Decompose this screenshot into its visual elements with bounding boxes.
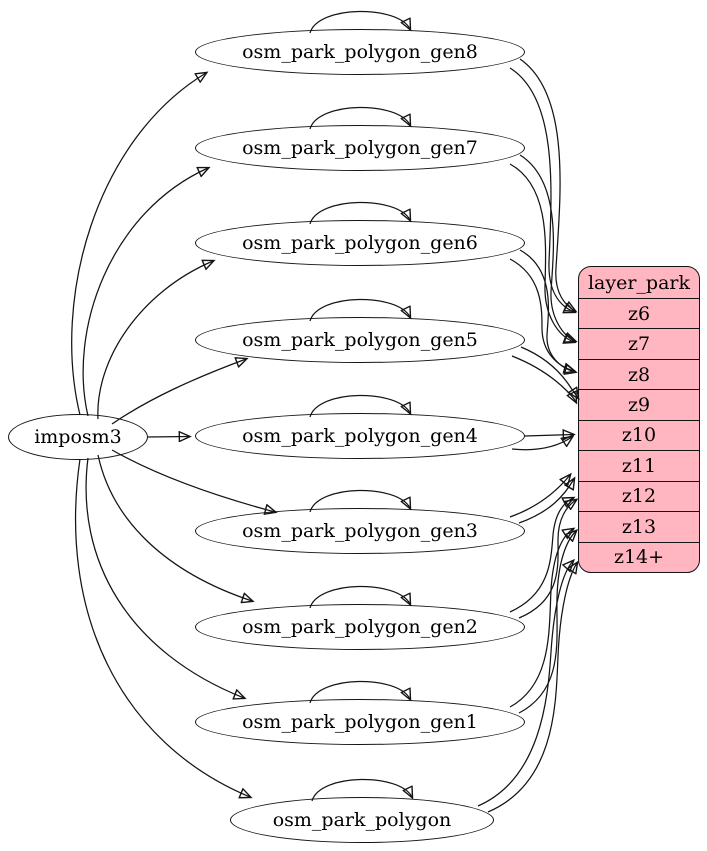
node-osm-park-polygon-gen5-label: osm_park_polygon_gen5 <box>242 328 478 351</box>
node-osm-park-polygon-gen2: osm_park_polygon_gen2 <box>195 604 525 650</box>
row-label-z10: z10 <box>621 424 657 447</box>
edge-gen8-to-z6-b <box>519 58 575 311</box>
layer-park-row-z9: z9 <box>579 389 699 419</box>
edge-gen6-to-z8-b <box>519 249 575 372</box>
node-imposm3: imposm3 <box>8 414 148 460</box>
node-osm-park-polygon-gen4-label: osm_park_polygon_gen4 <box>242 424 478 447</box>
edge-gen8-to-z6-a <box>509 67 574 312</box>
node-osm-park-polygon-gen5: osm_park_polygon_gen5 <box>195 317 525 363</box>
row-label-z12: z12 <box>621 485 657 508</box>
row-label-z11: z11 <box>621 454 657 477</box>
node-osm-park-polygon: osm_park_polygon <box>230 797 494 843</box>
edge-gen5-to-z9-b <box>520 346 578 398</box>
edge-gen3-to-z11-a <box>509 475 570 518</box>
node-osm-park-polygon-gen4: osm_park_polygon_gen4 <box>195 413 525 459</box>
node-osm-park-polygon-gen7: osm_park_polygon_gen7 <box>195 125 525 171</box>
layer-park-table: layer_park z6 z7 z8 z9 z10 z11 z12 z13 z… <box>578 266 700 573</box>
node-osm-park-polygon-gen3-label: osm_park_polygon_gen3 <box>242 519 478 542</box>
edge-osm-park-polygon-to-z14-a <box>477 561 573 807</box>
edge-gen7-to-z7-a <box>509 163 574 342</box>
row-label-z7: z7 <box>627 333 651 356</box>
edge-imposm3-to-gen5 <box>111 359 246 425</box>
layer-park-title: layer_park <box>587 271 691 294</box>
row-label-z9: z9 <box>627 394 651 417</box>
edge-gen2-to-z12-a <box>509 498 573 613</box>
layer-park-row-z12: z12 <box>579 480 699 511</box>
node-imposm3-label: imposm3 <box>34 425 122 448</box>
edge-gen4-to-z10-a <box>524 435 573 437</box>
layer-park-header: layer_park <box>579 267 699 298</box>
edge-imposm3-to-gen7 <box>82 168 208 417</box>
row-label-z13: z13 <box>621 515 657 538</box>
layer-park-row-z14: z14+ <box>579 541 699 572</box>
edge-gen7-to-z7-b <box>519 154 575 341</box>
node-osm-park-polygon-gen7-label: osm_park_polygon_gen7 <box>242 136 478 159</box>
node-osm-park-polygon-gen8: osm_park_polygon_gen8 <box>195 29 525 75</box>
layer-park-row-z8: z8 <box>579 358 699 389</box>
layer-park-row-z13: z13 <box>579 511 699 541</box>
node-osm-park-polygon-gen8-label: osm_park_polygon_gen8 <box>242 40 478 63</box>
row-label-z14: z14+ <box>613 546 665 569</box>
layer-park-row-z10: z10 <box>579 419 699 450</box>
layer-park-row-z6: z6 <box>579 298 699 328</box>
node-osm-park-polygon-gen3: osm_park_polygon_gen3 <box>195 508 525 554</box>
layer-park-row-z7: z7 <box>579 328 699 358</box>
edge-gen1-to-z13-a <box>509 529 573 708</box>
edge-imposm3-to-gen3 <box>111 449 275 512</box>
node-osm-park-polygon-gen1-label: osm_park_polygon_gen1 <box>242 710 478 733</box>
edge-imposm3-to-gen8 <box>71 73 206 416</box>
row-label-z6: z6 <box>627 302 651 325</box>
node-osm-park-polygon-gen6: osm_park_polygon_gen6 <box>195 220 525 266</box>
row-label-z8: z8 <box>627 363 651 386</box>
edge-gen6-to-z8-a <box>509 258 574 371</box>
layer-park-row-z11: z11 <box>579 450 699 480</box>
node-osm-park-polygon-gen6-label: osm_park_polygon_gen6 <box>242 231 478 254</box>
node-osm-park-polygon-gen1: osm_park_polygon_gen1 <box>195 699 525 745</box>
edge-imposm3-to-gen4 <box>147 437 189 438</box>
node-osm-park-polygon-label: osm_park_polygon <box>272 808 452 831</box>
edge-gen1-to-z13-b <box>518 531 576 714</box>
node-osm-park-polygon-gen2-label: osm_park_polygon_gen2 <box>242 615 478 638</box>
edge-gen3-to-z11-b <box>518 479 574 524</box>
edge-gen2-to-z12-b <box>518 500 576 619</box>
edge-imposm3-to-gen1 <box>85 457 244 698</box>
edge-gen5-to-z9-a <box>511 355 576 402</box>
edge-osm-park-polygon-to-z14-b <box>487 563 577 813</box>
